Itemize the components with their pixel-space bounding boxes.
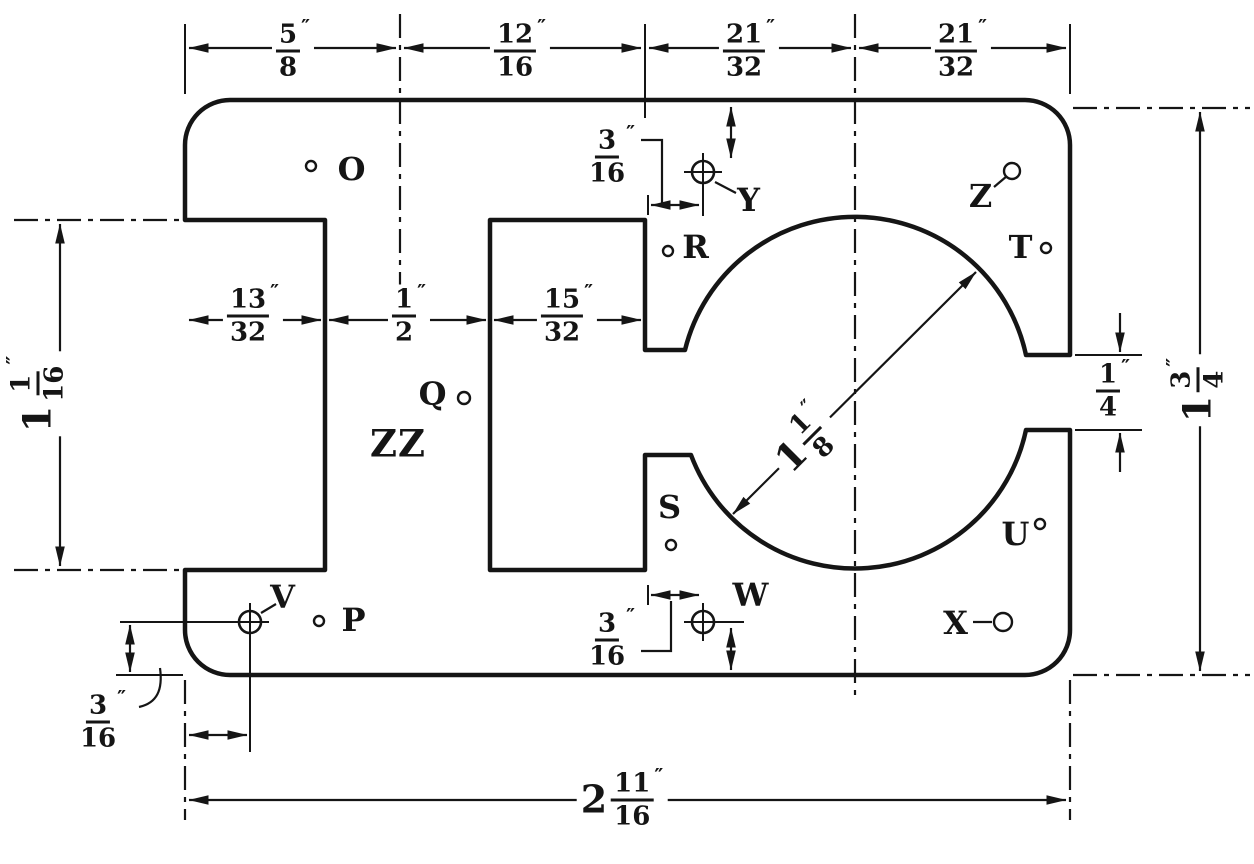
part-outline-path <box>182 97 1073 678</box>
point-marker-z <box>1002 161 1022 181</box>
point-label-zz: ZZ <box>369 421 427 466</box>
hole-w <box>684 603 722 641</box>
drilled-holes <box>231 153 722 641</box>
point-label-o: O <box>337 150 367 188</box>
point-label-s: S <box>657 488 683 526</box>
point-marker-x <box>992 611 1014 633</box>
hole-y <box>684 153 722 191</box>
point-marker-q <box>456 390 472 406</box>
point-marker-u <box>1033 517 1047 531</box>
point-label-u: U <box>1001 515 1031 553</box>
point-label-v: V <box>270 578 296 616</box>
point-marker-s <box>664 538 678 552</box>
point-label-r: R <box>682 228 710 266</box>
point-marker-p <box>312 614 326 628</box>
leader-hole-v-label <box>138 667 162 709</box>
leader-hole-y-label <box>641 138 664 203</box>
point-marker-t <box>1039 241 1053 255</box>
leader-point-y <box>714 181 737 194</box>
leader-lines <box>138 138 1008 709</box>
point-label-p: P <box>341 601 367 639</box>
hole-v <box>231 603 269 641</box>
centerlines <box>14 14 1250 820</box>
point-label-q: Q <box>418 375 448 413</box>
point-label-y: Y <box>737 181 761 219</box>
point-marker-o <box>304 159 318 173</box>
point-label-w: W <box>732 576 770 614</box>
point-label-x: X <box>943 604 969 642</box>
point-label-z: Z <box>968 177 994 215</box>
part-outline <box>182 97 1073 678</box>
leader-hole-w-label <box>641 601 673 653</box>
point-label-t: T <box>1008 228 1034 266</box>
dim-bore-diameter <box>732 271 977 515</box>
point-marker-r <box>661 244 675 258</box>
point-markers <box>304 159 1053 633</box>
leader-point-v <box>260 603 277 614</box>
leader-point-z <box>993 175 1008 188</box>
